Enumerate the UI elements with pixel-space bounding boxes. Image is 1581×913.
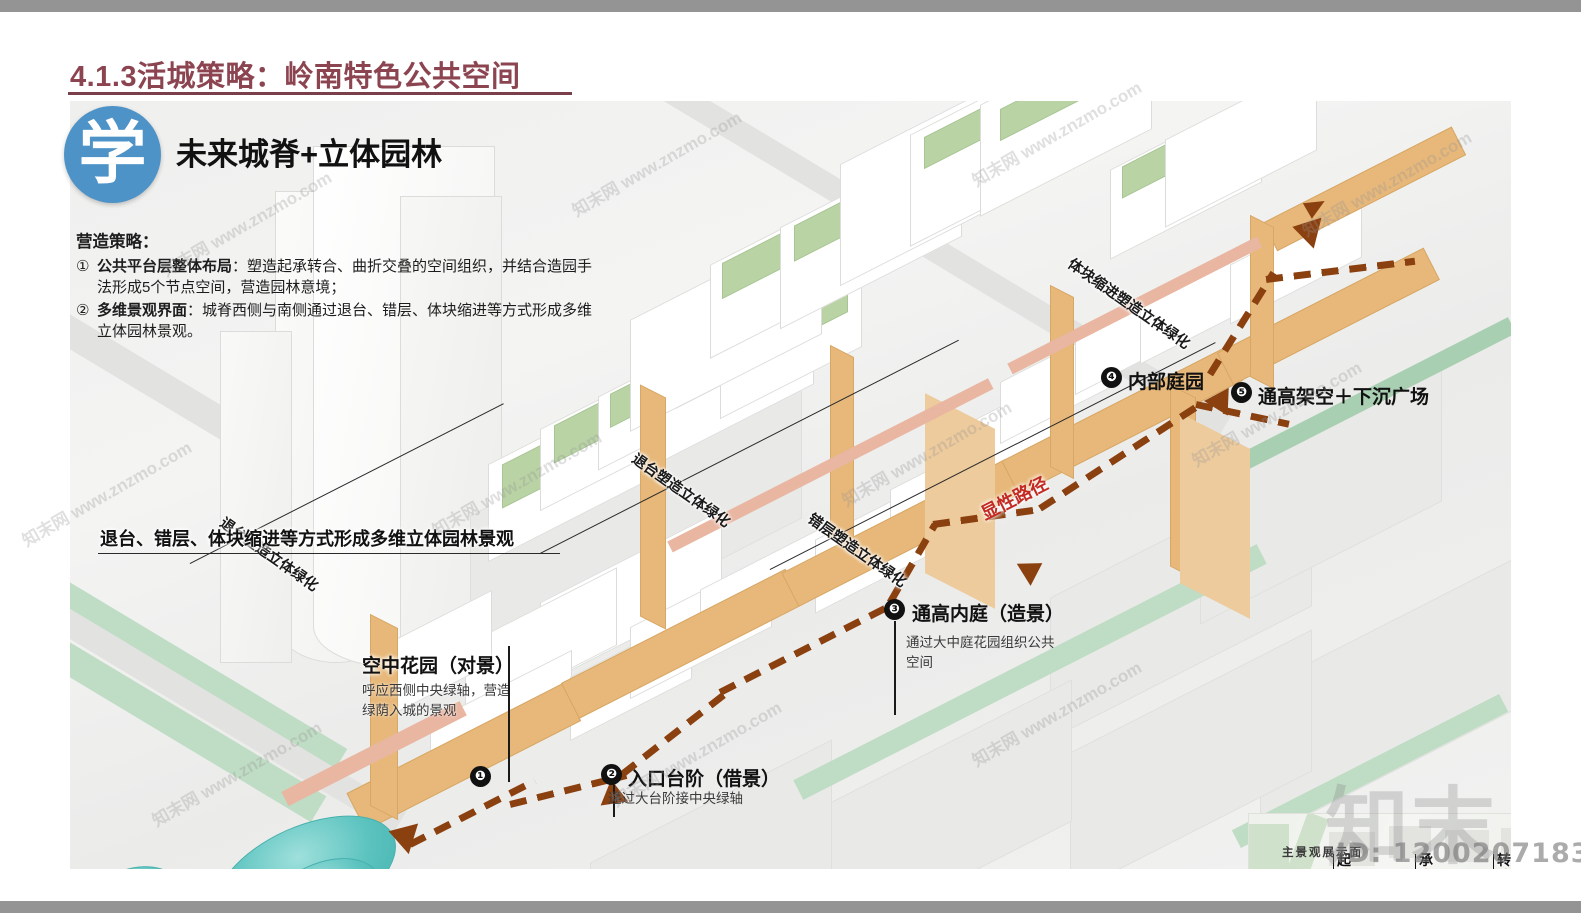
sky-garden-sub: 呼应西侧中央绿轴，营造 绿荫入城的景观 <box>362 683 511 719</box>
sky-garden-title: 空中花园（对景） <box>362 656 515 677</box>
minimap-arrow-up <box>1495 868 1511 869</box>
minimap-caption: 主景观展示面 <box>1282 847 1363 859</box>
minimap-block <box>1501 828 1511 862</box>
minimap-block <box>1445 830 1489 862</box>
strategy-item-bold: 公共平台层整体布局 <box>97 258 233 275</box>
minimap-arrow-up <box>1335 868 1357 869</box>
axonometric-render: 退台塑造立体绿化 退台塑造立体绿化 错层塑造立体绿化 体块缩进塑造立体绿化 退台… <box>70 101 1511 869</box>
minimap-label-qi: 起 <box>1337 852 1351 868</box>
badge-character: 学 <box>78 114 147 194</box>
minimap-block <box>1329 832 1375 866</box>
node-label-5: 通高架空＋下沉广场 <box>1258 387 1430 408</box>
strategy-panel: 营造策略： ① 公共平台层整体布局：塑造起承转合、曲折交叠的空间组织，并结合造园… <box>76 228 606 343</box>
banner-strategy-label: 退台、错层、体块缩进等方式形成多维立体园林景观 <box>100 529 514 549</box>
title-underline <box>68 92 572 95</box>
top-band <box>0 0 1581 12</box>
node-sub-3: 通过大中庭花园组织公共 空间 <box>906 635 1055 670</box>
node-label-4: 内部庭园 <box>1128 372 1205 393</box>
page-title: 4.1.3活城策略：岭南特色公共空间 <box>70 61 521 93</box>
node-marker-5: ❺ <box>1231 382 1252 403</box>
node-marker-1: ❶ <box>470 766 491 787</box>
watermark-id: ID: 1200207183 <box>1336 838 1581 869</box>
strategy-item-text: 公共平台层整体布局：塑造起承转合、曲折交叠的空间组织，并结合造园手法形成5个节点… <box>97 256 606 299</box>
strategy-item: ① 公共平台层整体布局：塑造起承转合、曲折交叠的空间组织，并结合造园手法形成5个… <box>76 256 606 299</box>
node-marker-2: ❷ <box>601 764 622 785</box>
minimap-label-zhuan: 转 <box>1497 852 1511 868</box>
minimap-leader <box>1333 854 1335 869</box>
sky-garden-leader <box>508 646 510 782</box>
strategy-list: ① 公共平台层整体布局：塑造起承转合、曲折交叠的空间组织，并结合造园手法形成5个… <box>76 256 606 342</box>
node-leader-3 <box>894 621 896 715</box>
minimap-green <box>1249 824 1289 869</box>
strategy-item-body: ：城脊西侧与南侧通过退台、错层、体块缩进等方式形成多维立体园林景观。 <box>97 301 593 340</box>
minimap-arrow-up <box>1415 868 1437 869</box>
chapter-badge: 学 <box>64 106 161 203</box>
platform-branch <box>1050 284 1074 480</box>
node-marker-4: ❹ <box>1101 367 1122 388</box>
node-label-3: 通高内庭（造景） <box>912 604 1065 625</box>
strategy-heading: 营造策略： <box>76 233 159 251</box>
bottom-band <box>0 901 1581 913</box>
watermark-brand: 知末 <box>1325 780 1498 874</box>
minimap-block <box>1389 826 1431 858</box>
node-leader-2 <box>613 785 615 817</box>
node-sub-2: 通过大台阶接中央绿轴 <box>608 791 743 806</box>
minimap-inset[interactable]: 起 承 转 合 <box>1248 813 1511 869</box>
slide-subtitle: 未来城脊+立体园林 <box>176 137 443 172</box>
strategy-item-bold: 多维景观界面 <box>97 301 188 319</box>
banner-underline <box>98 553 560 555</box>
strategy-item-number: ① <box>76 257 90 275</box>
node-marker-3: ❸ <box>884 599 905 620</box>
strategy-item: ② 多维景观界面：城脊西侧与南侧通过退台、错层、体块缩进等方式形成多维立体园林景… <box>76 300 606 343</box>
platform-branch <box>640 384 666 630</box>
strategy-item-body: ：塑造起承转合、曲折交叠的空间组织，并结合造园手法形成5个节点空间，营造园林意境… <box>97 258 593 297</box>
minimap-leader <box>1415 854 1417 869</box>
minimap-label-cheng: 承 <box>1419 852 1433 868</box>
tower-block <box>220 331 292 663</box>
strategy-item-text: 多维景观界面：城脊西侧与南侧通过退台、错层、体块缩进等方式形成多维立体园林景观。 <box>97 300 606 343</box>
minimap-leader <box>1493 854 1495 869</box>
strategy-item-number: ② <box>76 300 90 319</box>
platform-branch <box>1180 413 1250 619</box>
node-label-2: 入口台阶（借景） <box>628 769 781 790</box>
